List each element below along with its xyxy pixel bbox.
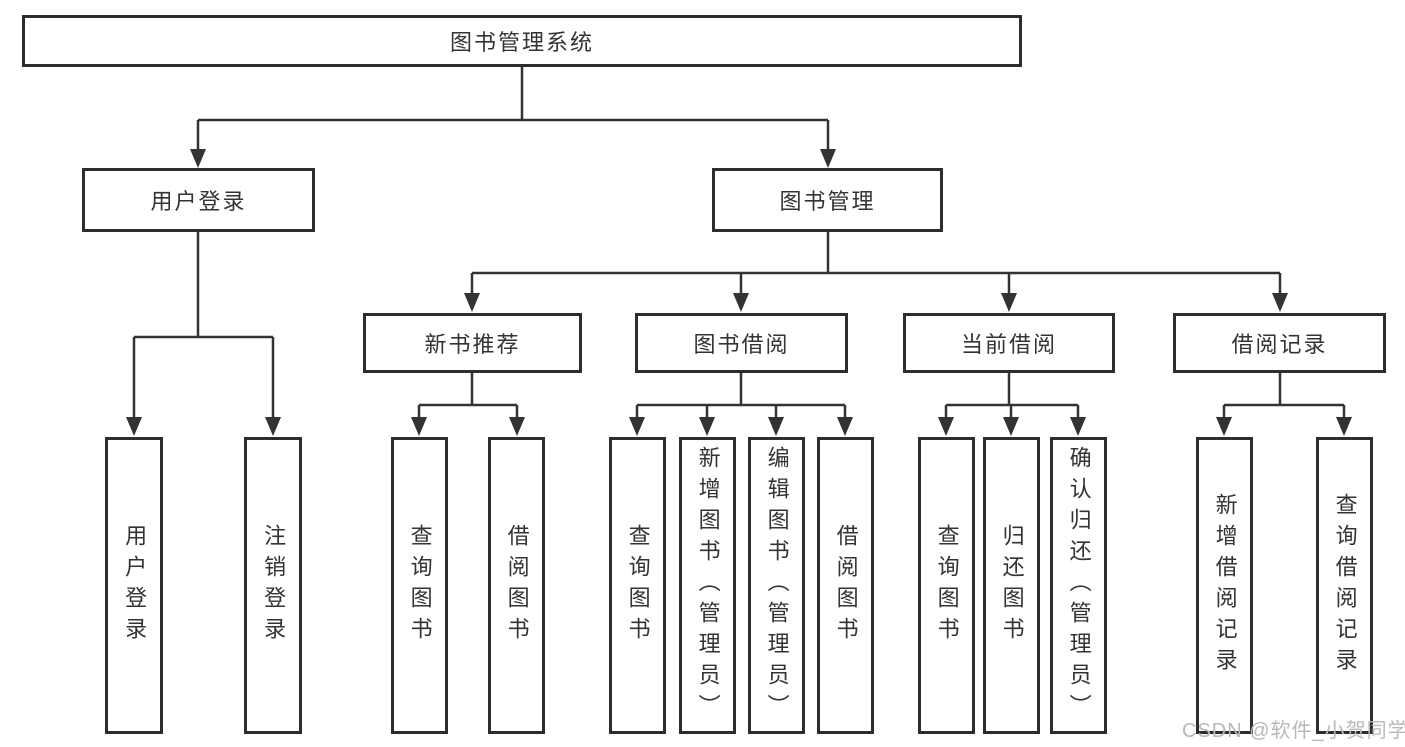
- node-current-borrowing: 当前借阅: [903, 313, 1115, 373]
- node-label: 图书借阅: [693, 332, 790, 357]
- leaf-label: 新增图书（管理员）: [695, 446, 721, 725]
- leaf-label: 用户登录: [122, 523, 148, 648]
- node-borrowing-records: 借阅记录: [1173, 313, 1386, 373]
- leaf-label: 注销登录: [261, 523, 287, 648]
- leaf-add-book-admin: 新增图书（管理员）: [679, 437, 736, 734]
- connector-elbows: [132, 67, 1346, 421]
- leaf-label: 归还图书: [999, 523, 1025, 648]
- leaf-label: 查询图书: [934, 523, 960, 648]
- leaf-label: 新增借阅记录: [1212, 492, 1238, 679]
- leaf-label: 借阅图书: [504, 523, 530, 648]
- node-library-management-system: 图书管理系统: [22, 15, 1022, 67]
- arrow-down-icons: [126, 149, 1352, 436]
- leaf-label: 确认归还（管理员）: [1066, 446, 1092, 725]
- leaf-logout: 注销登录: [244, 437, 302, 734]
- leaf-confirm-return-admin: 确认归还（管理员）: [1050, 437, 1107, 734]
- node-label: 当前借阅: [960, 332, 1057, 357]
- node-label: 借阅记录: [1231, 332, 1328, 357]
- node-book-management: 图书管理: [712, 168, 943, 232]
- leaf-query-borrow-record: 查询借阅记录: [1316, 437, 1373, 734]
- leaf-borrow-books-recommend: 借阅图书: [488, 437, 545, 734]
- leaf-query-books-current: 查询图书: [918, 437, 975, 734]
- node-user-login: 用户登录: [82, 168, 315, 232]
- leaf-query-books-recommend: 查询图书: [391, 437, 448, 734]
- node-book-borrowing: 图书借阅: [635, 313, 848, 373]
- csdn-watermark: CSDN @软件_小贺同学: [1182, 720, 1405, 742]
- node-new-book-recommend: 新书推荐: [363, 313, 582, 373]
- node-label: 图书管理: [779, 189, 876, 214]
- node-label: 新书推荐: [424, 332, 521, 357]
- leaf-add-borrow-record: 新增借阅记录: [1196, 437, 1253, 734]
- leaf-label: 查询图书: [625, 523, 651, 648]
- leaf-query-books-borrow: 查询图书: [609, 437, 666, 734]
- node-label: 图书管理系统: [449, 30, 594, 55]
- leaf-user-login: 用户登录: [105, 437, 163, 734]
- leaf-label: 查询借阅记录: [1332, 492, 1358, 679]
- leaf-return-books: 归还图书: [983, 437, 1040, 734]
- leaf-label: 编辑图书（管理员）: [764, 446, 790, 725]
- leaf-label: 查询图书: [407, 523, 433, 648]
- leaf-edit-book-admin: 编辑图书（管理员）: [748, 437, 805, 734]
- leaf-borrow-books: 借阅图书: [817, 437, 874, 734]
- node-label: 用户登录: [150, 189, 247, 214]
- leaf-label: 借阅图书: [833, 523, 859, 648]
